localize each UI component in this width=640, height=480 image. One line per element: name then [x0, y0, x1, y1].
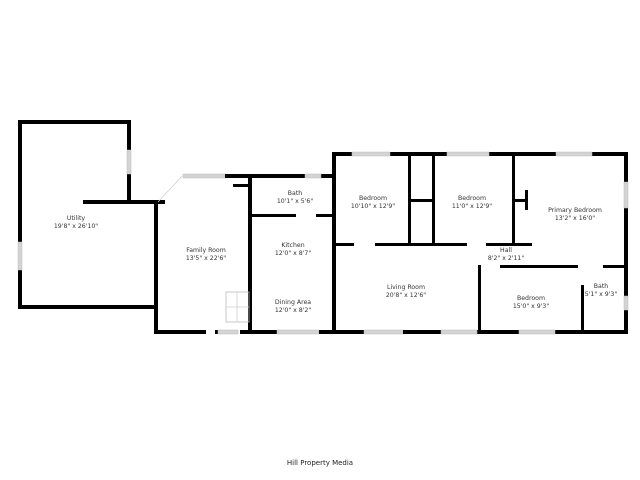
- central-walls: [157, 152, 336, 335]
- utility-walls: [17, 120, 206, 334]
- credit-text: Hill Property Media: [286, 459, 354, 467]
- east-walls: [332, 151, 629, 335]
